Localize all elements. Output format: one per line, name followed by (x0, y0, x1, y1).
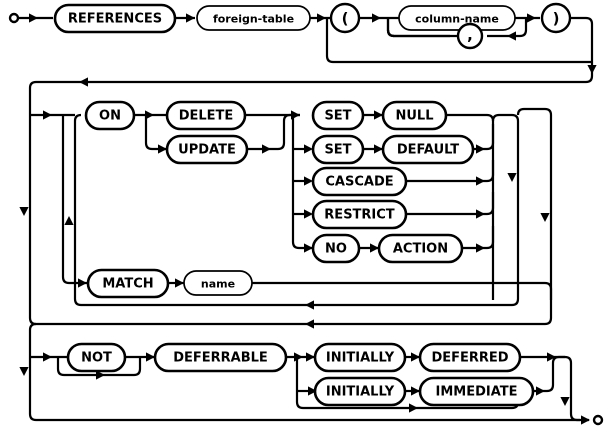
arrow-icon (64, 216, 74, 225)
arrow-icon (507, 173, 517, 182)
arrow-icon (306, 352, 315, 362)
node-action-label: ACTION (393, 242, 448, 257)
arrow-icon (527, 13, 536, 23)
arrow-icon (581, 415, 590, 425)
arrow-icon (78, 278, 87, 288)
arrow-icon (186, 13, 195, 23)
node-column-name-label: column-name (415, 13, 499, 26)
rail-actions-loopback (81, 113, 520, 307)
arrow-icon (411, 386, 420, 396)
arrow-icon (304, 243, 313, 253)
node-on-label: ON (99, 109, 121, 124)
arrow-icon (476, 209, 485, 219)
rail-on-repeat-up (73, 113, 82, 307)
rail-block2-exit-top (516, 107, 553, 116)
node-references-label: REFERENCES (68, 12, 162, 27)
arrow-icon (374, 110, 383, 120)
rail-initially-bypass (295, 357, 410, 410)
arrow-icon (175, 278, 184, 288)
arrow-icon (536, 386, 545, 396)
arrow-icon (262, 144, 271, 154)
rail-block2-exit (36, 115, 553, 326)
arrow-icon (476, 176, 485, 186)
arrow-icon (587, 65, 597, 74)
node-match-label: MATCH (102, 277, 153, 292)
rail-immediate-to-join (533, 355, 565, 393)
arrow-icon (294, 352, 303, 362)
node-initially-deferred-initially-label: INITIALLY (326, 351, 395, 366)
rail-entry-to-match (61, 115, 88, 285)
rail-block2-bypass (28, 115, 37, 326)
rail-rparen-to-row2 (36, 16, 594, 84)
arrow-icon (507, 31, 516, 41)
arrow-icon (43, 352, 52, 362)
arrow-icon (540, 213, 550, 222)
rail-default-to-join (473, 124, 495, 151)
rail-cascade-to-join (406, 160, 495, 183)
arrow-icon (304, 176, 313, 186)
arrow-icon (317, 13, 326, 23)
arrow-icon (19, 367, 29, 376)
node-null-label: NULL (395, 109, 433, 124)
node-foreign-table-label: foreign-table (213, 13, 294, 26)
node-lparen-label: ( (342, 10, 349, 28)
arrow-icon (29, 13, 38, 23)
rail-block3-exit (564, 355, 589, 422)
start-endpoint (8, 12, 20, 24)
node-deferred-label: DEFERRED (431, 351, 508, 366)
node-default-label: DEFAULT (397, 143, 459, 158)
arrow-icon (43, 110, 52, 120)
rail-branch-to-update (144, 115, 168, 151)
arrow-icon (476, 243, 485, 253)
node-no-label: NO (325, 242, 347, 257)
node-rparen-label: ) (553, 10, 560, 28)
node-delete-label: DELETE (179, 109, 234, 124)
rail-action-to-join (462, 226, 495, 250)
rail-bypass-column-list (325, 18, 592, 64)
rail-name-to-right-join (252, 281, 553, 300)
rail-restrict-to-join (406, 192, 495, 216)
arrow-icon (370, 243, 379, 253)
rail-comma-loop-left (386, 18, 458, 38)
arrow-icon (79, 77, 88, 87)
arrow-icon (305, 300, 314, 310)
node-restrict-label: RESTRICT (324, 208, 395, 223)
arrow-icon (372, 13, 381, 23)
node-name-label: name (201, 278, 235, 291)
node-comma-label: , (467, 26, 473, 44)
node-set-null-set-label: SET (324, 109, 351, 124)
arrow-icon (476, 144, 485, 154)
arrow-icon (304, 209, 313, 219)
rail-update-to-actions (247, 113, 300, 151)
node-set-default-set-label: SET (324, 143, 351, 158)
arrow-icon (146, 352, 155, 362)
node-immediate-label: IMMEDIATE (435, 385, 517, 400)
arrow-icon (374, 144, 383, 154)
arrow-icon (158, 144, 167, 154)
node-not-label: NOT (81, 351, 112, 366)
arrow-icon (19, 207, 29, 216)
rail-comma-loop-right (487, 18, 528, 38)
arrow-icon (304, 144, 313, 154)
node-initially-immediate-initially-label: INITIALLY (326, 385, 395, 400)
rail-block3-left-entry (28, 322, 37, 357)
rail-block2-left-entry (28, 80, 37, 115)
end-endpoint (592, 414, 604, 426)
rail-actions-fanout (291, 115, 313, 250)
node-deferrable-label: DEFERRABLE (173, 351, 268, 366)
node-cascade-label: CASCADE (325, 175, 393, 190)
arrow-icon (305, 319, 314, 329)
arrow-icon (411, 352, 420, 362)
rail-block3-bypass (28, 357, 580, 422)
arrow-icon (560, 397, 570, 406)
node-update-label: UPDATE (178, 143, 236, 158)
